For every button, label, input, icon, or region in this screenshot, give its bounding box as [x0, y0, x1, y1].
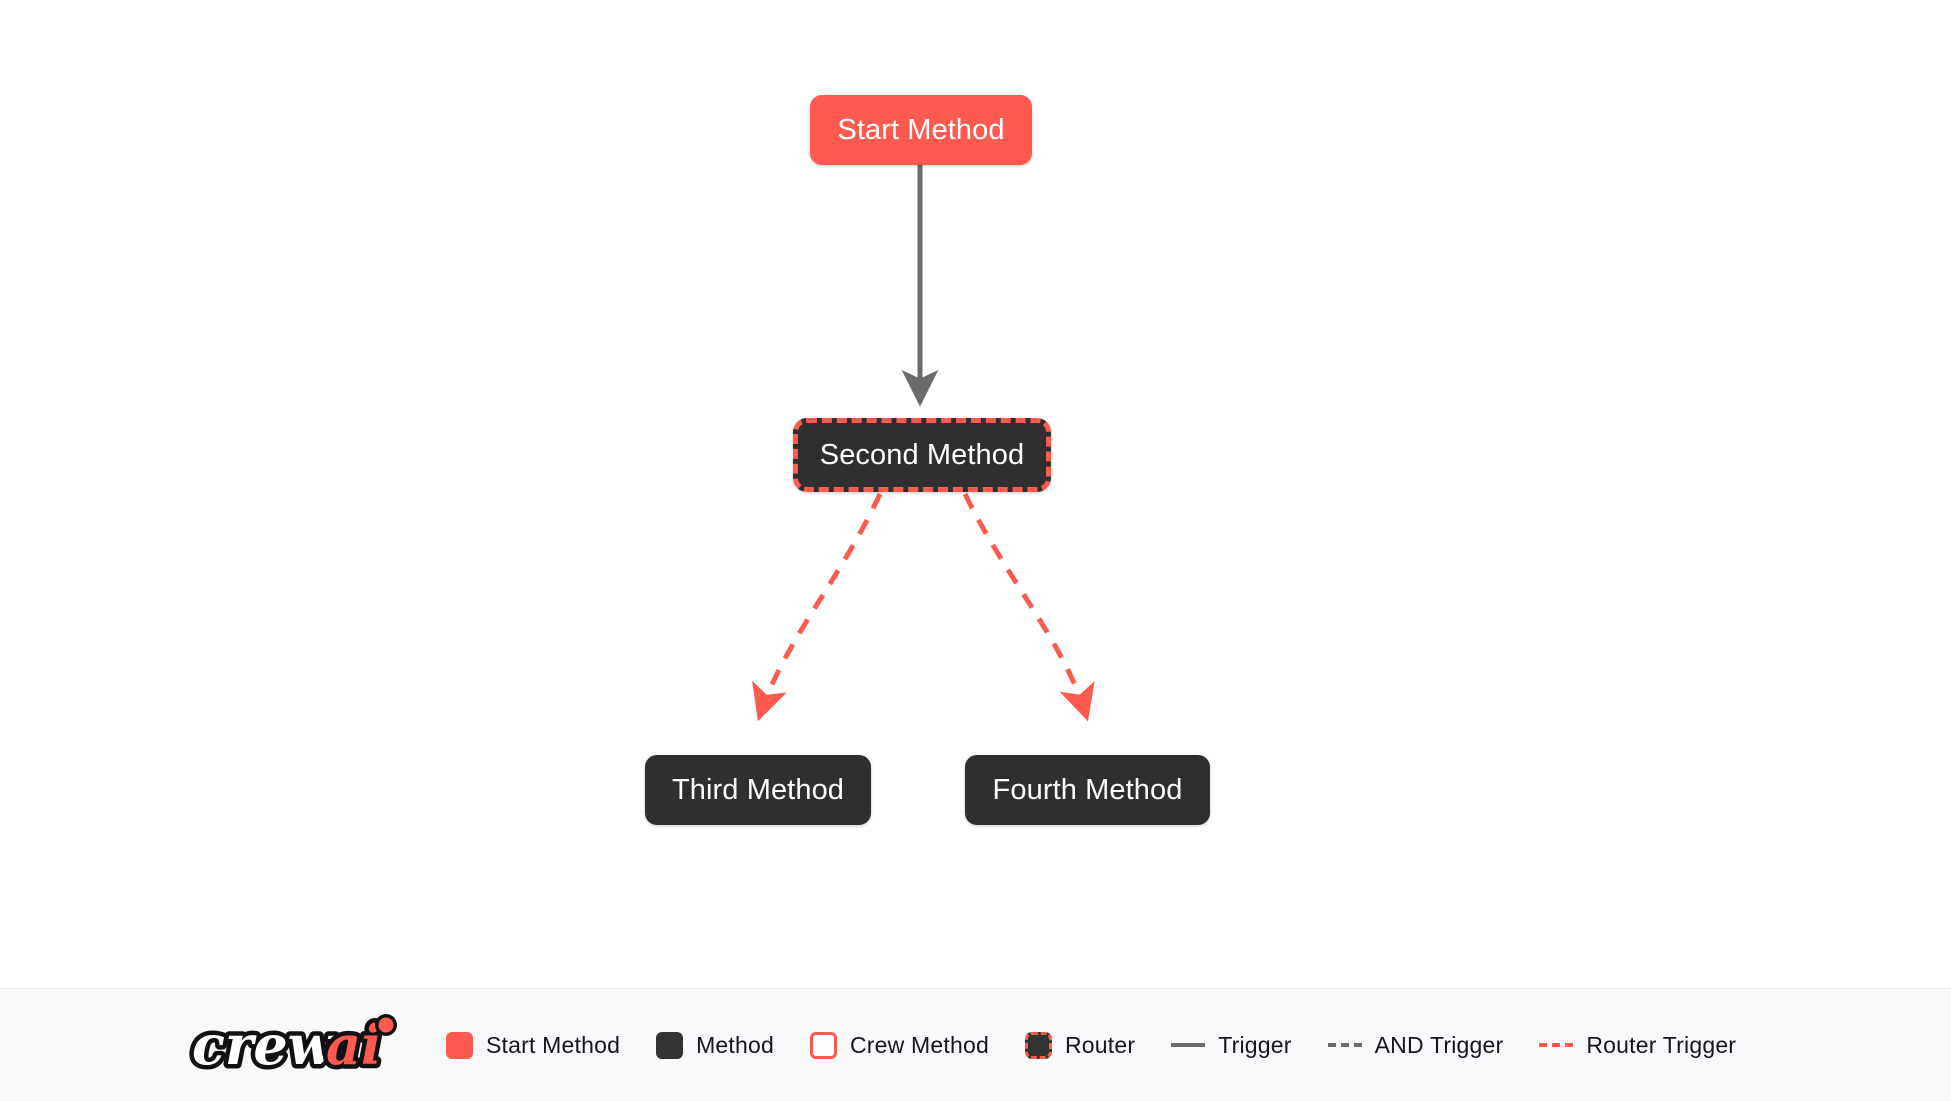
legend-item-and-trigger: AND Trigger — [1327, 1031, 1504, 1059]
legend-item-router: Router — [1024, 1031, 1136, 1059]
legend-item-router-trigger: Router Trigger — [1539, 1032, 1736, 1059]
svg-text:ai: ai — [326, 1013, 382, 1077]
legend-label: Crew Method — [850, 1031, 989, 1058]
svg-text:ai: ai — [326, 1013, 382, 1077]
node-label: Third Method — [671, 773, 845, 806]
svg-text:crew: crew — [192, 1013, 337, 1077]
node-fourth-method[interactable]: Fourth Method — [965, 755, 1210, 825]
legend-label: Trigger — [1218, 1031, 1292, 1058]
method-swatch-icon — [656, 1031, 684, 1059]
svg-text:crew: crew — [192, 1013, 337, 1077]
flow-canvas[interactable]: Start Method Second Method Third Method … — [0, 0, 1951, 988]
legend-item-crew-method: Crew Method — [810, 1031, 989, 1059]
legend-items: Start Method Method Crew Method Router T… — [446, 1031, 1772, 1059]
legend-item-trigger: Trigger — [1171, 1032, 1291, 1059]
router-trigger-line-icon — [1539, 1043, 1574, 1047]
node-label: Start Method — [837, 113, 1005, 146]
crewai-logo: crew crew ai ai — [186, 1008, 408, 1082]
start-method-swatch-icon — [446, 1031, 473, 1059]
legend-item-method: Method — [656, 1031, 774, 1059]
crew-method-swatch-icon — [810, 1031, 837, 1059]
legend-bar: crew crew ai ai Start Method Method Crew… — [0, 988, 1951, 1101]
node-second-method[interactable]: Second Method — [793, 418, 1051, 492]
node-start-method[interactable]: Start Method — [810, 95, 1032, 165]
edge-second-to-fourth — [962, 492, 1095, 722]
node-label: Second Method — [819, 438, 1025, 471]
edge-second-to-third — [752, 492, 883, 722]
router-swatch-icon — [1024, 1031, 1052, 1059]
and-trigger-line-icon — [1327, 1043, 1362, 1047]
trigger-line-icon — [1171, 1043, 1206, 1047]
legend-label: Router Trigger — [1586, 1031, 1737, 1058]
legend-label: Router — [1064, 1031, 1136, 1058]
legend-label: Method — [696, 1031, 774, 1058]
legend-item-start-method: Start Method — [446, 1031, 621, 1059]
node-third-method[interactable]: Third Method — [645, 755, 871, 825]
legend-label: Start Method — [486, 1031, 621, 1058]
legend-label: AND Trigger — [1374, 1031, 1504, 1058]
node-label: Fourth Method — [992, 773, 1183, 806]
